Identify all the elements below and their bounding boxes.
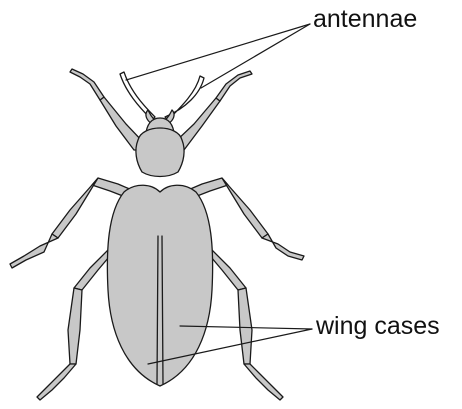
- wing-cases-label: wing cases: [316, 314, 440, 339]
- middle-left-femur: [52, 178, 98, 238]
- beetle-abdomen: [107, 185, 212, 386]
- middle-right-femur: [222, 178, 268, 238]
- hind-right-tarsus: [244, 364, 283, 400]
- antennae-leader-left: [126, 24, 310, 80]
- beetle-thorax: [136, 128, 184, 177]
- hind-left-femur: [68, 288, 82, 364]
- middle-right-tarsus: [262, 234, 304, 260]
- front-left-tarsus: [70, 69, 104, 100]
- hind-right-femur: [238, 288, 252, 364]
- antennae-leader-right: [201, 24, 310, 88]
- antennae-label: antennae: [313, 7, 417, 32]
- antennae: [120, 72, 204, 120]
- hind-left-tarsus: [37, 364, 76, 400]
- middle-left-tarsus: [10, 234, 58, 268]
- beetle-body: [107, 110, 212, 386]
